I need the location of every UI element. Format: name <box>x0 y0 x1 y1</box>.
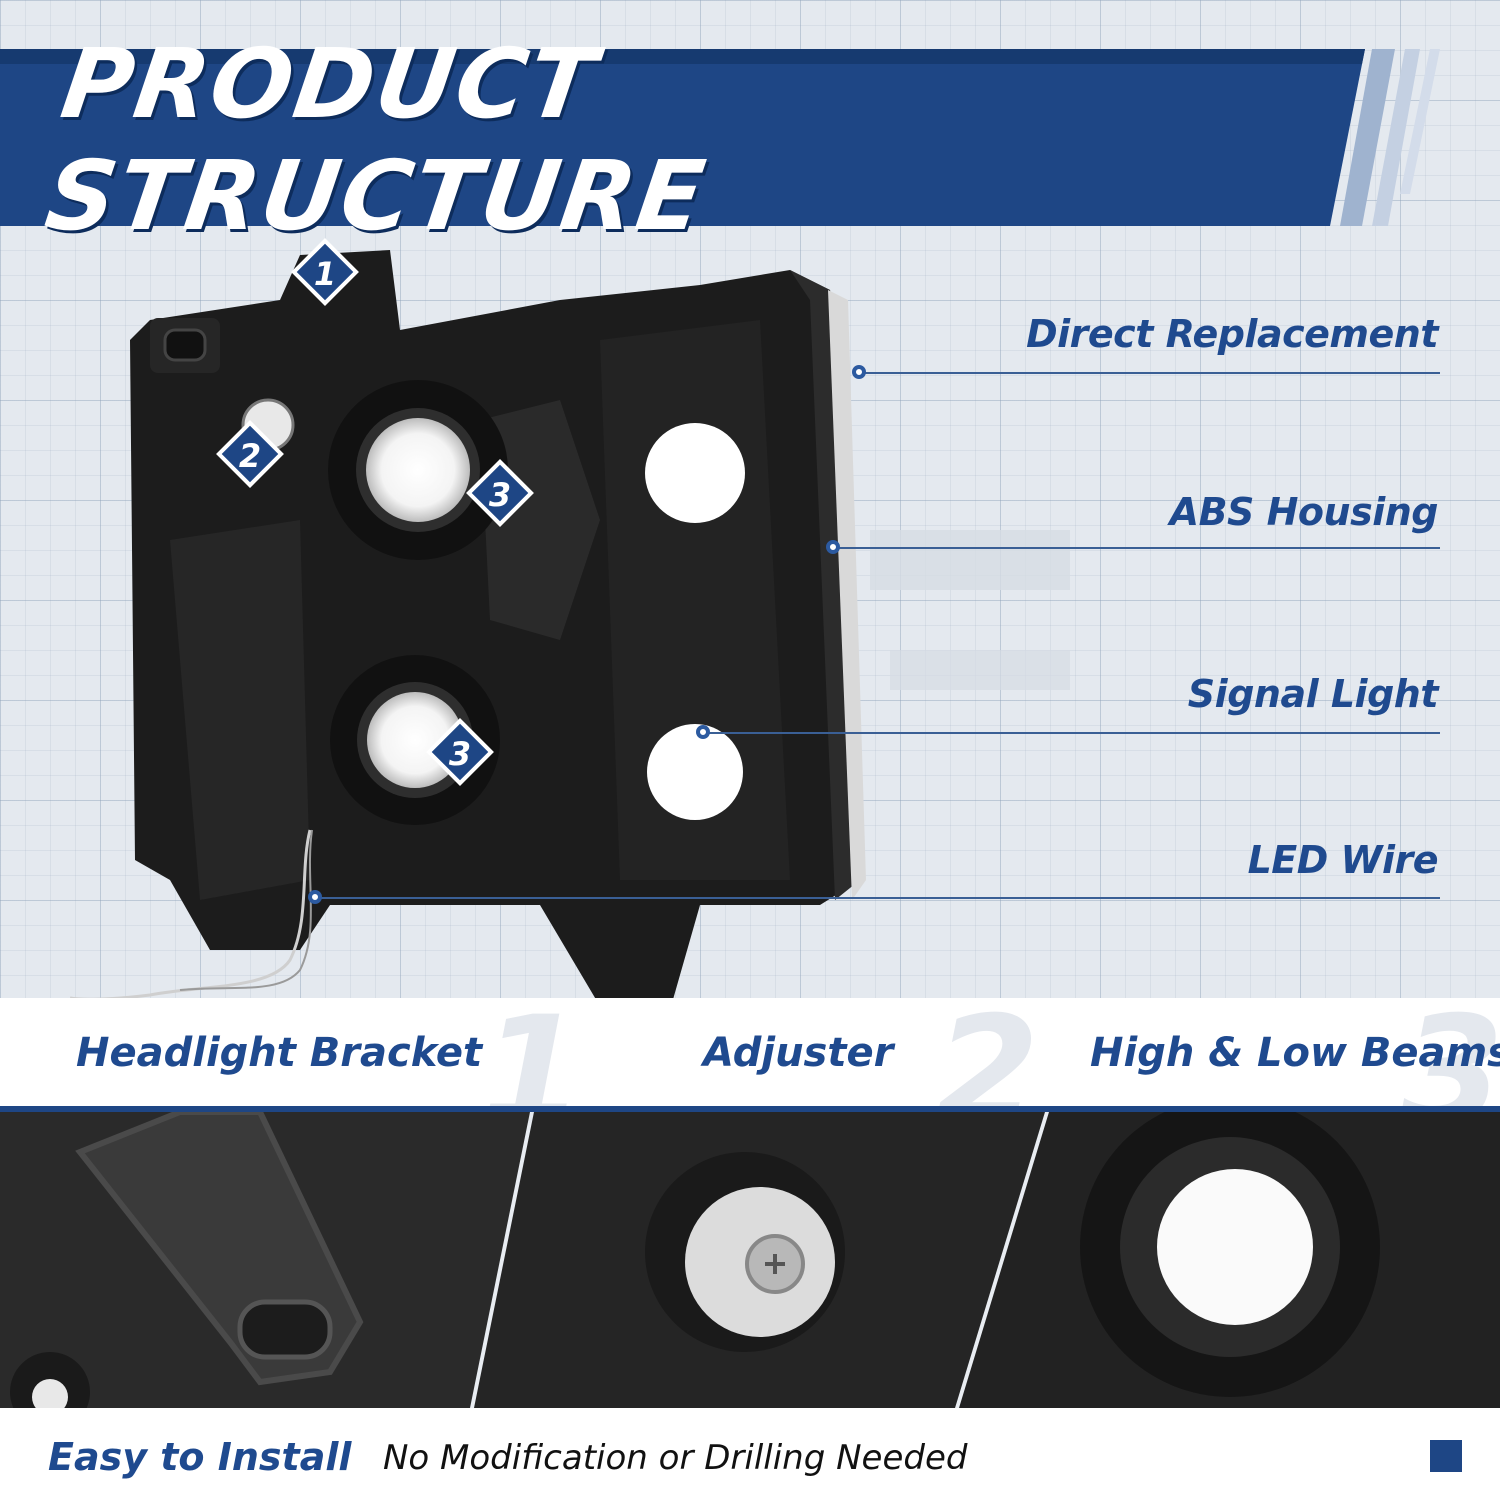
callout-line-4 <box>315 897 1440 899</box>
callout-line-1 <box>860 372 1440 374</box>
callout-dot-4 <box>308 890 322 904</box>
callout-line-2 <box>833 547 1440 549</box>
callout-dot-2 <box>826 540 840 554</box>
footer-no-modification: No Modification or Drilling Needed <box>383 1438 968 1478</box>
callout-led-wire: LED Wire <box>1247 838 1439 882</box>
photo-headlight-bracket <box>0 1112 530 1408</box>
callout-abs-housing: ABS Housing <box>1169 490 1439 534</box>
feature-adjuster: Adjuster <box>703 1030 894 1076</box>
callout-direct-replacement: Direct Replacement <box>1026 312 1438 356</box>
detail-photos <box>0 1112 1500 1408</box>
feature-strip <box>0 998 1500 1108</box>
headlight-illustration <box>69 250 1070 1000</box>
feature-high-low-beams: High & Low Beams <box>1090 1030 1500 1076</box>
footer-easy-to-install: Easy to Install <box>48 1435 352 1479</box>
photo-adjuster <box>474 1112 1045 1408</box>
callout-signal-light: Signal Light <box>1187 672 1439 716</box>
feature-headlight-bracket: Headlight Bracket <box>76 1030 483 1076</box>
title-banner <box>0 49 1440 226</box>
callout-line-3 <box>703 732 1440 734</box>
callout-dot-3 <box>696 725 710 739</box>
callout-dot-1 <box>852 365 866 379</box>
footer-square-icon <box>1430 1440 1462 1472</box>
photo-high-low-beams <box>959 1112 1500 1408</box>
divider-bar <box>0 1106 1500 1112</box>
footer <box>0 1408 1500 1485</box>
